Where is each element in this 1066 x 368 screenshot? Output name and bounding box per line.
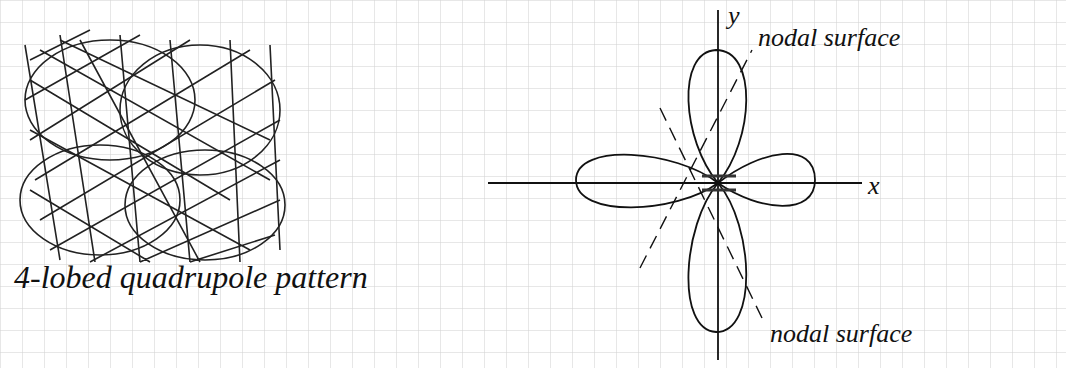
- scribble: [20, 30, 285, 262]
- axis-label: x: [868, 172, 880, 201]
- center-marks: [702, 176, 736, 190]
- axis-label: y: [728, 2, 740, 31]
- annotation: nodal surface: [770, 320, 912, 349]
- caption-note: 4-lobed quadrupole pattern: [14, 260, 368, 295]
- axes: [488, 10, 862, 360]
- quadrupole-lobes: [576, 50, 815, 332]
- nodal-lines: [640, 50, 762, 318]
- annotation: nodal surface: [758, 24, 900, 53]
